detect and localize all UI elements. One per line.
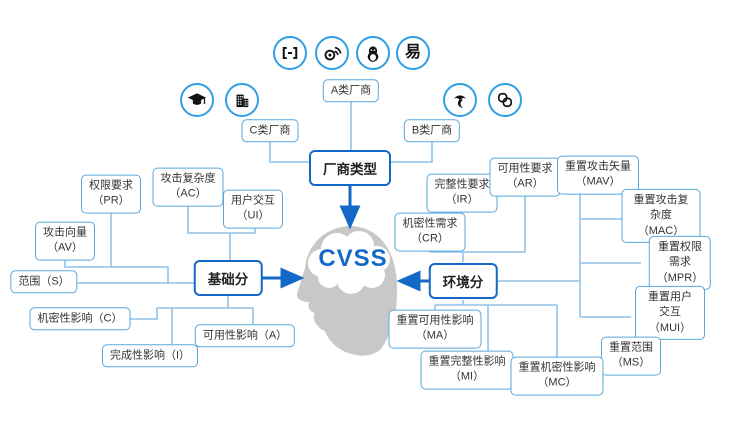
cvss-center-label: CVSS bbox=[318, 245, 388, 272]
weibo-icon bbox=[315, 36, 349, 70]
node-vendor-type: 厂商类型 bbox=[309, 150, 391, 186]
connector-lines bbox=[64, 101, 641, 357]
node-attack-complexity: 攻击复杂度 （AC） bbox=[152, 167, 224, 207]
node-mc: 重置机密性影响 （MC） bbox=[510, 356, 604, 396]
office-building-icon bbox=[225, 83, 259, 117]
arrow-lines bbox=[262, 185, 430, 292]
brain-highlight bbox=[308, 231, 390, 294]
node-mui: 重置用户交互 （MUI） bbox=[635, 285, 705, 341]
node-availability-impact: 可用性影响（A） bbox=[194, 324, 296, 348]
node-vendor-c: C类厂商 bbox=[241, 119, 299, 143]
node-vendor-b: B类厂商 bbox=[403, 119, 461, 143]
node-attack-vector: 攻击向量 （AV） bbox=[35, 221, 95, 261]
head-silhouette bbox=[296, 226, 398, 356]
netease-glyph: 易 bbox=[404, 44, 421, 61]
connector bbox=[64, 258, 196, 284]
node-cr: 机密性需求 （CR） bbox=[394, 212, 466, 252]
connector bbox=[382, 141, 433, 163]
node-vendor-a: A类厂商 bbox=[322, 79, 380, 103]
node-ma: 重置可用性影响 （MA） bbox=[388, 309, 482, 349]
node-mpr: 重置权限需求 （MPR） bbox=[648, 235, 712, 291]
node-user-interaction: 用户交互 （UI） bbox=[223, 189, 283, 229]
qq-penguin-icon bbox=[356, 36, 390, 70]
connector bbox=[121, 308, 158, 320]
node-mi: 重置完整性影响 （MI） bbox=[420, 350, 514, 390]
node-ir: 完整性要求 （IR） bbox=[426, 173, 498, 213]
node-ar: 可用性要求 （AR） bbox=[489, 157, 561, 197]
node-privileges-required: 权限要求 （PR） bbox=[81, 174, 141, 214]
netease-icon: 易 bbox=[396, 36, 430, 70]
connector bbox=[187, 202, 256, 234]
node-integrity-impact: 完成性影响（I） bbox=[101, 344, 199, 368]
node-mac: 重置攻击复杂度 （MAC） bbox=[621, 188, 701, 244]
node-confidentiality-impact: 机密性影响（C） bbox=[29, 307, 131, 331]
node-base-score: 基础分 bbox=[193, 260, 263, 296]
node-ms: 重置范围 （MS） bbox=[601, 336, 661, 376]
node-scope: 范围（S） bbox=[10, 270, 78, 294]
node-mav: 重置攻击矢量 （MAV） bbox=[557, 155, 639, 195]
connector bbox=[269, 141, 318, 163]
china-telecom-icon bbox=[443, 83, 477, 117]
graduation-cap-icon bbox=[180, 83, 214, 117]
code-brackets-icon bbox=[273, 36, 307, 70]
node-env-score: 环境分 bbox=[428, 263, 498, 299]
china-unicom-icon bbox=[488, 83, 522, 117]
